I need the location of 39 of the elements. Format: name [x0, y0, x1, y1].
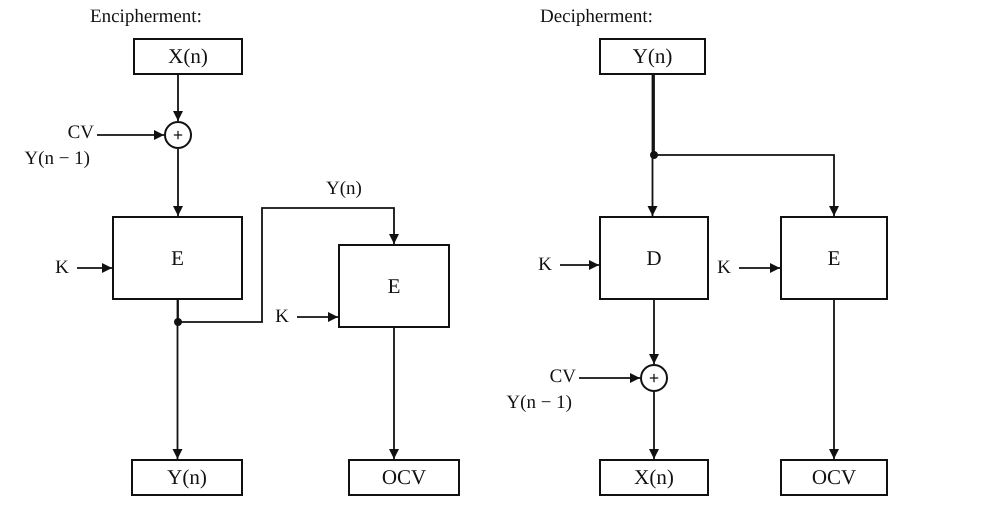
input-label: CV — [68, 121, 94, 145]
arrow — [77, 263, 112, 273]
section-heading: Encipherment: — [90, 6, 202, 28]
arrow — [297, 312, 338, 322]
arrow — [739, 263, 780, 273]
block-box: E — [780, 216, 888, 300]
block-box: OCV — [780, 459, 888, 496]
input-label: Y(n − 1) — [506, 390, 572, 415]
block-box: D — [599, 216, 709, 300]
section-heading: Decipherment: — [540, 6, 653, 28]
arrow — [649, 300, 659, 364]
block-box: E — [338, 244, 450, 328]
input-label: K — [712, 256, 736, 280]
block-box: X(n) — [599, 459, 709, 496]
edge-label: Y(n) — [326, 178, 362, 200]
arrow — [173, 75, 183, 121]
arrow — [173, 149, 183, 216]
arrow — [389, 328, 399, 459]
input-label: K — [533, 253, 557, 277]
xor-symbol: + — [640, 364, 668, 392]
input-label: K — [270, 305, 294, 329]
arrow — [648, 75, 658, 216]
input-label: CV — [550, 365, 576, 389]
arrow — [560, 260, 599, 270]
input-label: Y(n − 1) — [24, 146, 90, 171]
arrow — [653, 75, 839, 216]
block-box: OCV — [348, 459, 460, 496]
block-box: X(n) — [133, 38, 243, 75]
xor-symbol: + — [164, 121, 192, 149]
arrow — [177, 207, 399, 323]
arrow — [579, 373, 640, 383]
arrow — [829, 300, 839, 459]
arrow — [97, 130, 164, 140]
block-box: E — [112, 216, 243, 300]
input-label: K — [50, 256, 74, 280]
block-box: Y(n) — [131, 459, 243, 496]
arrow — [649, 392, 659, 459]
block-box: Y(n) — [599, 38, 706, 75]
arrow — [172, 300, 182, 459]
